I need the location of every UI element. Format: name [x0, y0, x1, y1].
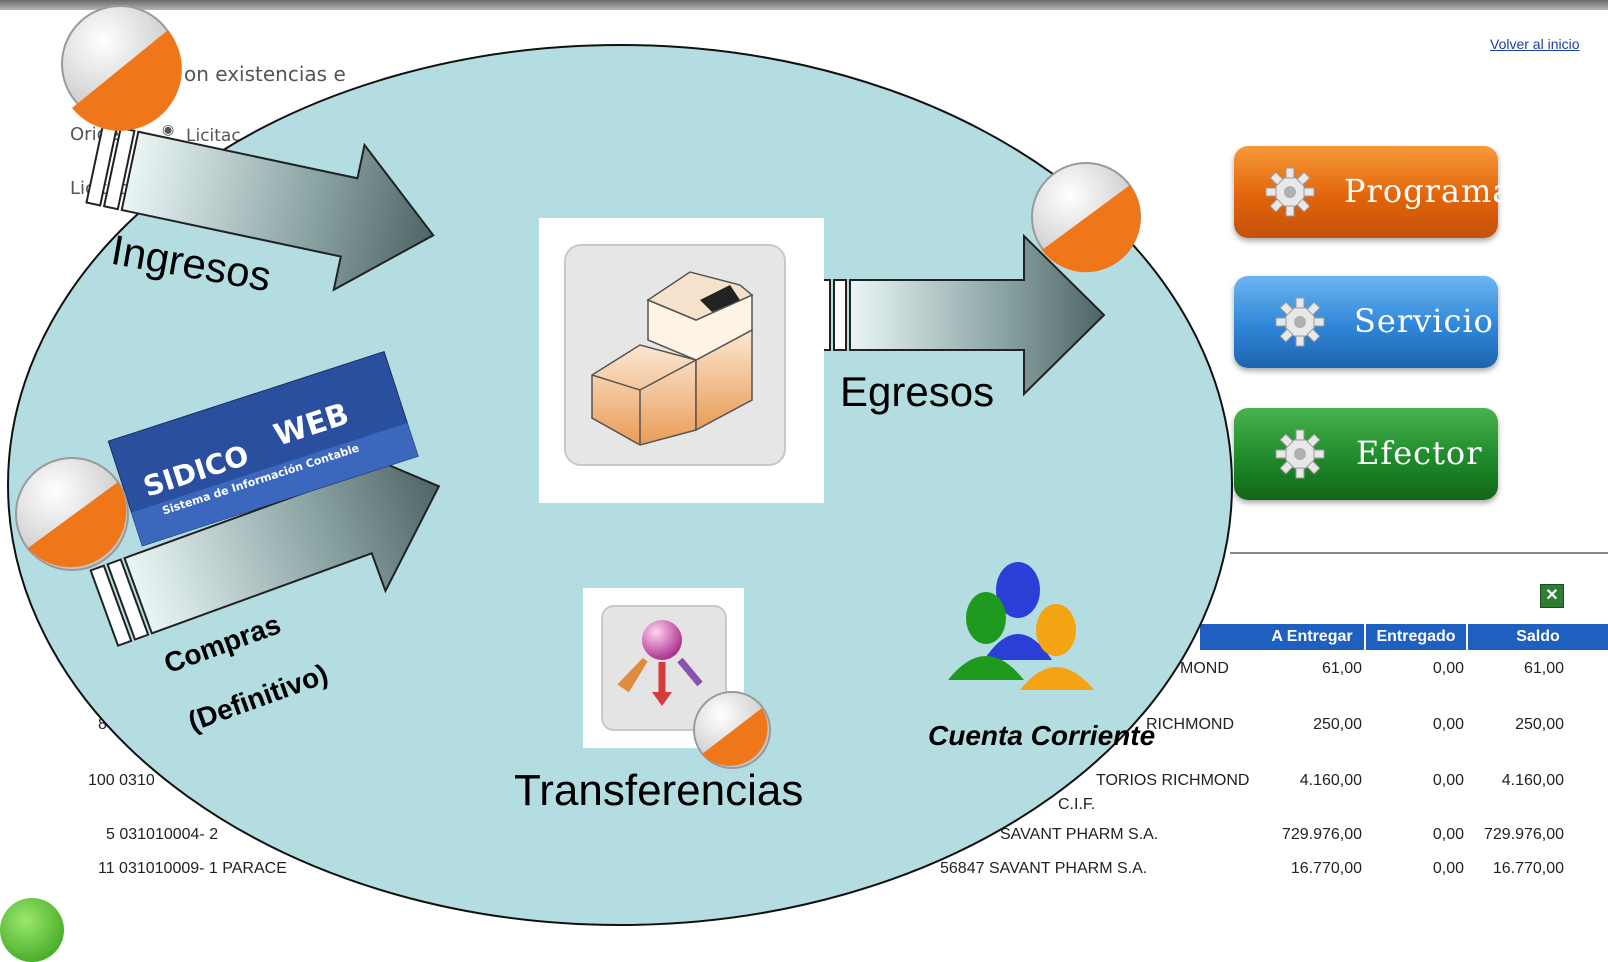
- transferencias-label: Transferencias: [514, 766, 804, 815]
- origen-radio[interactable]: ◉: [162, 122, 175, 138]
- table-row-provider-extra: C.I.F.: [1058, 796, 1096, 813]
- pill-badge: [1031, 162, 1141, 273]
- pill-badge: [15, 457, 129, 571]
- servicio-button[interactable]: Servicio: [1234, 276, 1498, 368]
- table-header-saldo: Saldo: [1468, 624, 1608, 650]
- table-row-provider: MOND: [1180, 660, 1229, 677]
- gear-icon: [1275, 297, 1325, 347]
- programa-label: Programa: [1344, 172, 1513, 210]
- table-row-saldo: 16.770,00: [1492, 860, 1564, 877]
- inventory-boxes-icon: [539, 218, 824, 503]
- table-header-a-entregar: A Entregar: [1260, 624, 1366, 650]
- programa-button[interactable]: Programa: [1234, 146, 1511, 238]
- table-row-a-entregar: 250,00: [1313, 716, 1362, 733]
- users-icon: [948, 562, 1094, 690]
- window-top-bar: [0, 0, 1608, 10]
- table-row-entregado: 0,00: [1432, 772, 1464, 789]
- table-row-left: 100 0310: [88, 772, 155, 789]
- table-row-entregado: 0,00: [1432, 660, 1464, 677]
- table-row-a-entregar: 4.160,00: [1299, 772, 1362, 789]
- origen-option-label: Licitac: [186, 126, 241, 146]
- ingresos-arrow: [85, 123, 435, 292]
- compras-arrow: [89, 438, 441, 647]
- table-row-saldo: 4.160,00: [1501, 772, 1564, 789]
- egresos-label: Egresos: [840, 368, 995, 415]
- table-row-saldo: 250,00: [1515, 716, 1564, 733]
- table-row-entregado: 0,00: [1432, 826, 1464, 843]
- table-header-entregado: Entregado: [1366, 624, 1468, 650]
- pill-badge: [693, 691, 771, 769]
- table-row-left: 11 031010009- 1 PARACE: [98, 860, 287, 877]
- servicio-label: Servicio: [1354, 302, 1494, 340]
- page-heading-fragment: on existencias e: [184, 62, 346, 86]
- table-row-provider: 56847 SAVANT PHARM S.A.: [940, 860, 1148, 877]
- table-row-left: 8: [98, 716, 107, 733]
- gear-icon: [1265, 167, 1315, 217]
- table-row-saldo: 729.976,00: [1483, 826, 1564, 843]
- table-row-a-entregar: 61,00: [1321, 660, 1362, 677]
- table-row-entregado: 0,00: [1432, 860, 1464, 877]
- table-row-provider: SAVANT PHARM S.A.: [1000, 826, 1159, 843]
- pill-badge: [61, 5, 182, 131]
- cuenta-corriente-label: Cuenta Corriente: [928, 720, 1156, 751]
- back-home-link[interactable]: Volver al inicio: [1490, 36, 1580, 52]
- table-row-a-entregar: 729.976,00: [1281, 826, 1362, 843]
- table-divider: [1230, 552, 1608, 554]
- table-row-provider: TORIOS RICHMOND: [1096, 772, 1250, 789]
- table-row-provider: RICHMOND: [1146, 716, 1234, 733]
- table-row-left: 5 031010004- 2: [106, 826, 219, 843]
- table-row-a-entregar: 16.770,00: [1290, 860, 1362, 877]
- efector-label: Efector: [1356, 434, 1483, 472]
- table-row-saldo: 61,00: [1523, 660, 1564, 677]
- efector-button[interactable]: Efector: [1234, 408, 1498, 500]
- excel-export-icon[interactable]: ✕: [1540, 584, 1564, 608]
- gear-icon: [1275, 429, 1325, 479]
- table-row-entregado: 0,00: [1432, 716, 1464, 733]
